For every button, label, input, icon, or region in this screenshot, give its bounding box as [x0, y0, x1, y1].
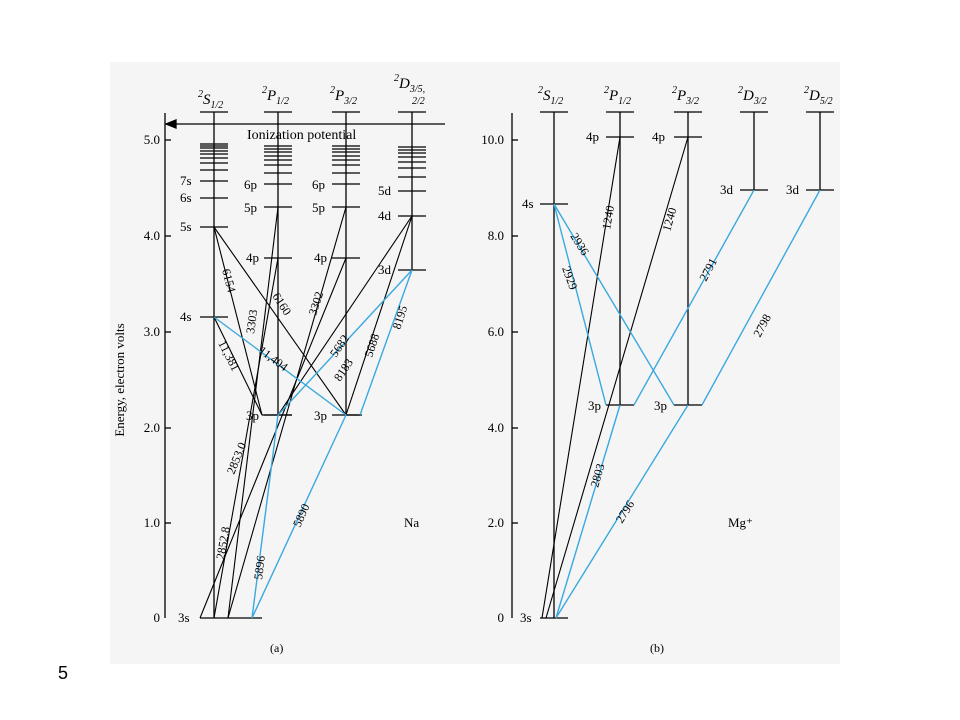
line-1240-b	[545, 136, 689, 619]
line-2852-8	[213, 257, 279, 619]
level-label: 4s	[522, 196, 534, 211]
line-11404	[213, 316, 347, 416]
wl-1240-b: 1240	[659, 206, 679, 233]
line-1240-a	[541, 136, 621, 619]
ionization-label: Ionization potential	[247, 128, 356, 143]
header-na-s: 2S1/2	[198, 89, 223, 111]
level-label: 5d	[378, 183, 392, 198]
header-mg-s: 2S1/2	[538, 85, 563, 107]
panel-b	[511, 111, 834, 619]
header-na-p32: 2P3/2	[330, 85, 357, 107]
header-mg-p12: 2P1/2	[604, 85, 631, 107]
tick-label-b: 2.0	[488, 515, 504, 530]
level-label: 3d	[786, 182, 800, 197]
level-label: 4p	[586, 129, 599, 144]
na-transitions-black	[199, 206, 413, 619]
mg-transitions-black	[541, 136, 689, 619]
figure-background	[110, 62, 840, 664]
na-level-labels: 3s 4s 5s 6s 7s 3p 4p 5p 6p 3p 4p 5p 6p 3…	[178, 173, 392, 625]
level-label: 3p	[654, 398, 667, 413]
mg-transitions-blue	[553, 189, 821, 619]
level-label: 6s	[180, 190, 192, 205]
wl-6154: 6154	[219, 267, 239, 294]
wl-2852-8: 2852.8	[213, 526, 233, 561]
panel-a	[164, 111, 445, 619]
tick-label-a: 0	[154, 610, 161, 625]
header-mg-d52: 2D5/2	[804, 85, 833, 107]
line-2791	[633, 189, 755, 406]
line-2936	[553, 203, 675, 406]
level-label: 5s	[180, 219, 192, 234]
level-label: 7s	[180, 173, 192, 188]
level-label: 4p	[652, 129, 665, 144]
y-axis-label: Energy, electron volts	[112, 323, 127, 436]
caption-b: (b)	[650, 641, 664, 655]
wl-5896: 5896	[251, 555, 268, 581]
tick-label-b: 8.0	[488, 228, 504, 243]
line-8183	[277, 269, 413, 416]
tick-label-a: 3.0	[144, 324, 160, 339]
header-na-d: 2D3/5,	[394, 73, 425, 95]
tick-label-a: 4.0	[144, 228, 160, 243]
na-column-headers: 2S1/2 2P1/2 2P3/2 2D3/5, 2/2	[198, 73, 425, 111]
slide-number: 5	[58, 663, 69, 683]
mg-level-labels: 3s 4s 3p 4p 3p 4p 3d 3d	[520, 129, 800, 625]
element-label-mg: Mg⁺	[728, 515, 753, 530]
na-transitions-blue	[213, 269, 413, 619]
level-label: 4p	[246, 250, 259, 265]
tick-label-b: 6.0	[488, 324, 504, 339]
level-label: 6p	[312, 177, 325, 192]
line-8195	[359, 269, 413, 416]
line-5896	[251, 414, 279, 619]
level-label: 3s	[520, 610, 532, 625]
level-label: 6p	[244, 177, 257, 192]
tick-label-b: 0	[498, 610, 505, 625]
tick-label-a: 5.0	[144, 132, 160, 147]
header-na-p12: 2P1/2	[262, 85, 289, 107]
tick-label-a: 2.0	[144, 420, 160, 435]
level-label: 5p	[312, 200, 325, 215]
line-3302	[227, 206, 347, 619]
level-label: 4s	[180, 309, 192, 324]
level-label: 4p	[314, 250, 327, 265]
wl-1240-a: 1240	[599, 204, 617, 230]
line-5688	[345, 215, 413, 416]
header-mg-p32: 2P3/2	[672, 85, 699, 107]
level-label: 3p	[588, 398, 601, 413]
line-2798	[701, 189, 821, 406]
element-label-na: Na	[404, 515, 419, 530]
level-label: 3s	[178, 610, 190, 625]
level-label: 3p	[246, 408, 259, 423]
level-label: 4d	[378, 208, 392, 223]
ionization-arrowhead	[164, 119, 177, 129]
line-2803	[555, 404, 621, 619]
mg-column-headers: 2S1/2 2P1/2 2P3/2 2D3/2 2D5/2	[538, 85, 833, 107]
tick-label-b: 10.0	[481, 132, 504, 147]
line-2796	[555, 404, 689, 619]
wl-2803: 2803	[587, 462, 607, 489]
level-label: 5p	[244, 200, 257, 215]
level-label: 3p	[314, 408, 327, 423]
header-mg-d32: 2D3/2	[738, 85, 767, 107]
line-2929	[553, 203, 607, 406]
line-5890	[251, 414, 347, 619]
line-3303	[227, 206, 279, 619]
line-6154	[213, 226, 263, 416]
line-11381	[213, 316, 263, 416]
level-label: 3d	[720, 182, 734, 197]
line-6160	[213, 226, 347, 416]
wl-3303: 3303	[243, 309, 260, 335]
caption-a: (a)	[270, 641, 283, 655]
level-label: 3d	[378, 262, 392, 277]
tick-label-a: 1.0	[144, 515, 160, 530]
tick-label-b: 4.0	[488, 420, 504, 435]
header-na-d-sub2: 2/2	[412, 96, 425, 107]
